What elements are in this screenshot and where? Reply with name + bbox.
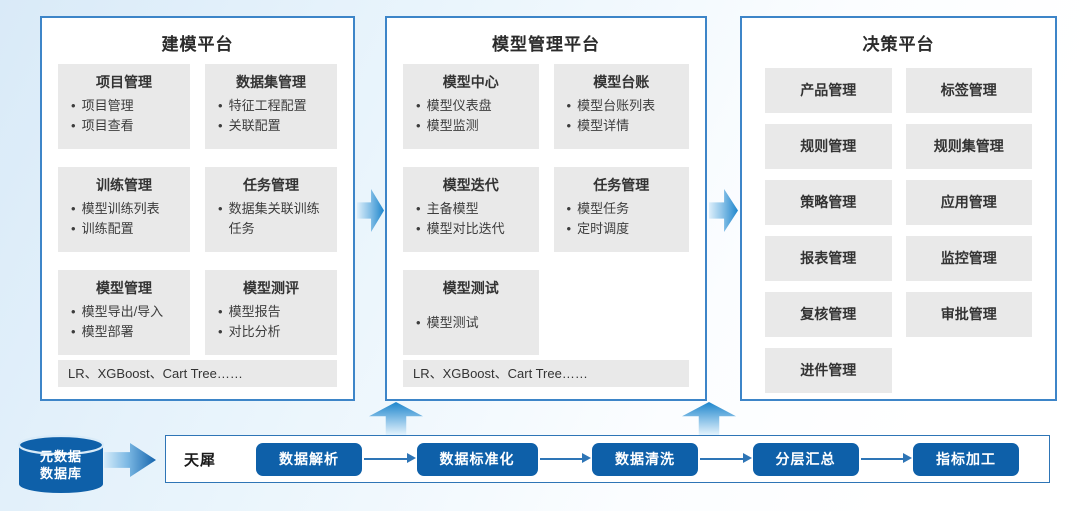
module-tag-management: 标签管理 — [905, 68, 1032, 113]
module-product-management: 产品管理 — [765, 68, 892, 113]
engine-label: 天犀 — [184, 451, 217, 469]
card-title: 数据集管理 — [236, 74, 306, 90]
card-item: 定时调度 — [562, 219, 682, 239]
database-label: 元数据 数据库 — [16, 448, 106, 482]
arrow-database-to-pipeline-icon — [104, 443, 156, 477]
stage-data-standardization: 数据标准化 — [416, 442, 538, 476]
card-item: 模型导出/导入 — [66, 302, 182, 322]
card-title: 模型测评 — [243, 280, 299, 296]
card-model-management: 模型管理 模型导出/导入 模型部署 — [58, 270, 190, 355]
card-item: 数据集关联训练任务 — [213, 199, 329, 238]
card-training-management: 训练管理 模型训练列表 训练配置 — [58, 167, 190, 252]
arrow-pipeline-up-right-icon — [682, 402, 736, 435]
module-monitor-management: 监控管理 — [905, 236, 1032, 281]
card-item: 模型监测 — [411, 116, 531, 136]
pipeline-stages: 数据解析 数据标准化 数据清洗 分层汇总 指标加工 — [256, 442, 1020, 476]
algorithms-note: LR、XGBoost、Cart Tree…… — [403, 360, 689, 387]
stage-data-cleaning: 数据清洗 — [592, 442, 699, 476]
card-item: 项目管理 — [66, 96, 182, 116]
card-item: 特征工程配置 — [213, 96, 329, 116]
arrow-connector-icon — [539, 454, 591, 462]
panel-title-decision: 决策平台 — [862, 35, 935, 54]
module-application-management: 应用管理 — [905, 180, 1032, 225]
card-title: 项目管理 — [96, 74, 152, 90]
card-item: 关联配置 — [213, 116, 329, 136]
card-title: 任务管理 — [593, 177, 650, 193]
panel-model-management-platform: 模型管理平台 模型中心 模型仪表盘 模型监测 模型台账 模型台账列表 模型详情 … — [385, 16, 707, 401]
arrow-connector-icon — [364, 454, 415, 462]
module-strategy-management: 策略管理 — [765, 180, 892, 225]
card-project-management: 项目管理 项目管理 项目查看 — [58, 64, 190, 149]
card-item: 对比分析 — [213, 322, 329, 342]
card-item: 模型部署 — [66, 322, 182, 342]
stage-layered-aggregation: 分层汇总 — [752, 442, 859, 476]
module-rule-management: 规则管理 — [765, 124, 892, 169]
card-model-evaluation: 模型测评 模型报告 对比分析 — [205, 270, 337, 355]
card-item: 模型对比迭代 — [411, 219, 531, 239]
card-item: 训练配置 — [66, 219, 182, 239]
card-task-management: 任务管理 模型任务 定时调度 — [553, 167, 689, 252]
arrow-modeling-to-management-icon — [357, 189, 384, 232]
card-model-testing: 模型测试 模型测试 — [403, 270, 539, 355]
card-title: 模型测试 — [442, 280, 499, 296]
database-label-line1: 元数据 — [39, 449, 82, 464]
card-item: 模型仪表盘 — [411, 96, 531, 116]
arrow-connector-icon — [700, 454, 751, 462]
card-task-management: 任务管理 数据集关联训练任务 — [205, 167, 337, 252]
card-title: 任务管理 — [243, 177, 299, 193]
card-model-ledger: 模型台账 模型台账列表 模型详情 — [553, 64, 689, 149]
module-ruleset-management: 规则集管理 — [905, 124, 1032, 169]
panel-title-model-management: 模型管理平台 — [492, 35, 600, 54]
database-label-line2: 数据库 — [39, 466, 82, 481]
module-report-management: 报表管理 — [765, 236, 892, 281]
database-cylinder-icon — [17, 434, 105, 493]
card-title: 模型中心 — [442, 74, 499, 90]
decision-modules: 产品管理 标签管理 规则管理 规则集管理 策略管理 应用管理 报表管理 监控管理… — [742, 64, 1055, 393]
metadata-database: 元数据 数据库 — [16, 434, 106, 495]
card-model-center: 模型中心 模型仪表盘 模型监测 — [403, 64, 539, 149]
arrow-pipeline-up-left-icon — [369, 402, 423, 435]
card-item: 项目查看 — [66, 116, 182, 136]
card-title: 模型迭代 — [442, 177, 499, 193]
stage-data-parsing: 数据解析 — [256, 442, 363, 476]
module-approval-management: 审批管理 — [905, 292, 1032, 337]
model-management-cards: 模型中心 模型仪表盘 模型监测 模型台账 模型台账列表 模型详情 模型迭代 主备… — [387, 64, 705, 355]
module-review-management: 复核管理 — [765, 292, 892, 337]
algorithms-note: LR、XGBoost、Cart Tree…… — [58, 360, 337, 387]
card-item: 模型详情 — [562, 116, 682, 136]
modeling-cards: 项目管理 项目管理 项目查看 数据集管理 特征工程配置 关联配置 训练管理 模型… — [42, 64, 353, 355]
card-dataset-management: 数据集管理 特征工程配置 关联配置 — [205, 64, 337, 149]
arrow-connector-icon — [860, 454, 912, 462]
card-item: 模型测试 — [411, 313, 531, 333]
panel-title-modeling: 建模平台 — [161, 35, 234, 54]
pipeline-container: 天犀 数据解析 数据标准化 数据清洗 分层汇总 指标加工 — [165, 435, 1050, 483]
card-title: 模型台账 — [593, 74, 650, 90]
card-title: 训练管理 — [96, 177, 152, 193]
card-model-iteration: 模型迭代 主备模型 模型对比迭代 — [403, 167, 539, 252]
card-item: 模型台账列表 — [562, 96, 682, 116]
panel-modeling-platform: 建模平台 项目管理 项目管理 项目查看 数据集管理 特征工程配置 关联配置 训练… — [40, 16, 355, 401]
card-title: 模型管理 — [96, 280, 152, 296]
module-intake-management: 进件管理 — [765, 348, 892, 393]
stage-indicator-processing: 指标加工 — [913, 442, 1020, 476]
card-item: 模型训练列表 — [66, 199, 182, 219]
panel-decision-platform: 决策平台 产品管理 标签管理 规则管理 规则集管理 策略管理 应用管理 报表管理… — [740, 16, 1057, 401]
card-item: 模型任务 — [562, 199, 682, 219]
card-item: 主备模型 — [411, 199, 531, 219]
card-item: 模型报告 — [213, 302, 329, 322]
arrow-management-to-decision-icon — [709, 189, 738, 232]
